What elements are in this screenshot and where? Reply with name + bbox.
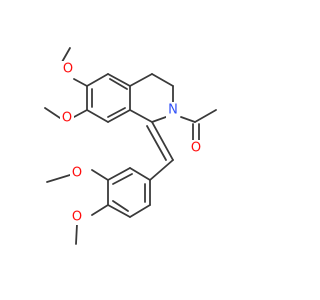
bond xyxy=(86,109,109,123)
bond xyxy=(109,78,128,90)
oxygen-atom-middle: O xyxy=(60,110,74,126)
bond xyxy=(75,223,78,245)
bond xyxy=(107,107,126,118)
bond xyxy=(151,73,174,87)
bond xyxy=(129,167,151,181)
bond xyxy=(86,73,109,87)
bond xyxy=(149,159,174,181)
bond xyxy=(73,109,88,118)
atom-label: O xyxy=(191,141,201,156)
bond xyxy=(180,116,196,123)
bond xyxy=(151,121,174,161)
molecule-structure: O O N O O O xyxy=(44,47,217,245)
bond xyxy=(112,173,133,185)
atom-label: O xyxy=(62,111,72,126)
bond xyxy=(44,107,61,119)
bond xyxy=(61,47,71,63)
oxygen-atom-carbonyl: O xyxy=(189,140,203,156)
atom-label: N xyxy=(168,103,178,118)
bond-layer xyxy=(44,47,217,245)
bond xyxy=(107,167,131,181)
bond xyxy=(151,116,167,123)
bond xyxy=(46,174,71,183)
bond xyxy=(112,200,129,212)
bond xyxy=(129,109,153,123)
atom-label: O xyxy=(72,210,82,225)
bond xyxy=(91,204,109,216)
bond xyxy=(107,109,131,123)
oxygen-atom-aryl-meta: O xyxy=(70,165,84,181)
nitrogen-atom: N xyxy=(166,102,180,118)
bond xyxy=(194,109,217,123)
bond xyxy=(91,169,109,181)
atom-label: O xyxy=(63,62,73,77)
atom-layer: O O N O O O xyxy=(60,61,203,225)
oxygen-atom-top: O xyxy=(61,61,75,77)
bond xyxy=(107,204,131,218)
bond xyxy=(73,78,88,87)
oxygen-atom-aryl-para: O xyxy=(70,209,84,225)
bond xyxy=(107,73,131,87)
bond xyxy=(129,204,151,218)
atom-label: O xyxy=(72,166,82,181)
bond xyxy=(129,73,153,87)
bond xyxy=(146,125,167,161)
